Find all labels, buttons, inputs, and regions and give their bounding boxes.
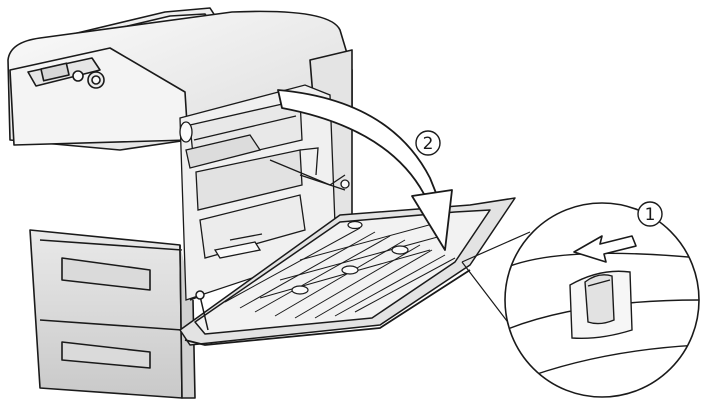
step-2-label: 2: [415, 130, 441, 156]
curved-arrow-icon: [277, 89, 453, 251]
latch-lever-icon: [584, 274, 615, 325]
latch-detail: 1: [504, 201, 700, 398]
paper-cassette-handle: [61, 257, 151, 291]
step-1-number: 1: [645, 205, 656, 225]
duplex-cover: [179, 197, 516, 346]
straight-arrow-icon: [573, 235, 637, 263]
step-2-number: 2: [423, 134, 434, 154]
lower-housing: [29, 229, 183, 399]
control-panel: [27, 57, 105, 89]
panel-button-icon: [72, 70, 84, 82]
step-1-label: 1: [637, 201, 663, 227]
